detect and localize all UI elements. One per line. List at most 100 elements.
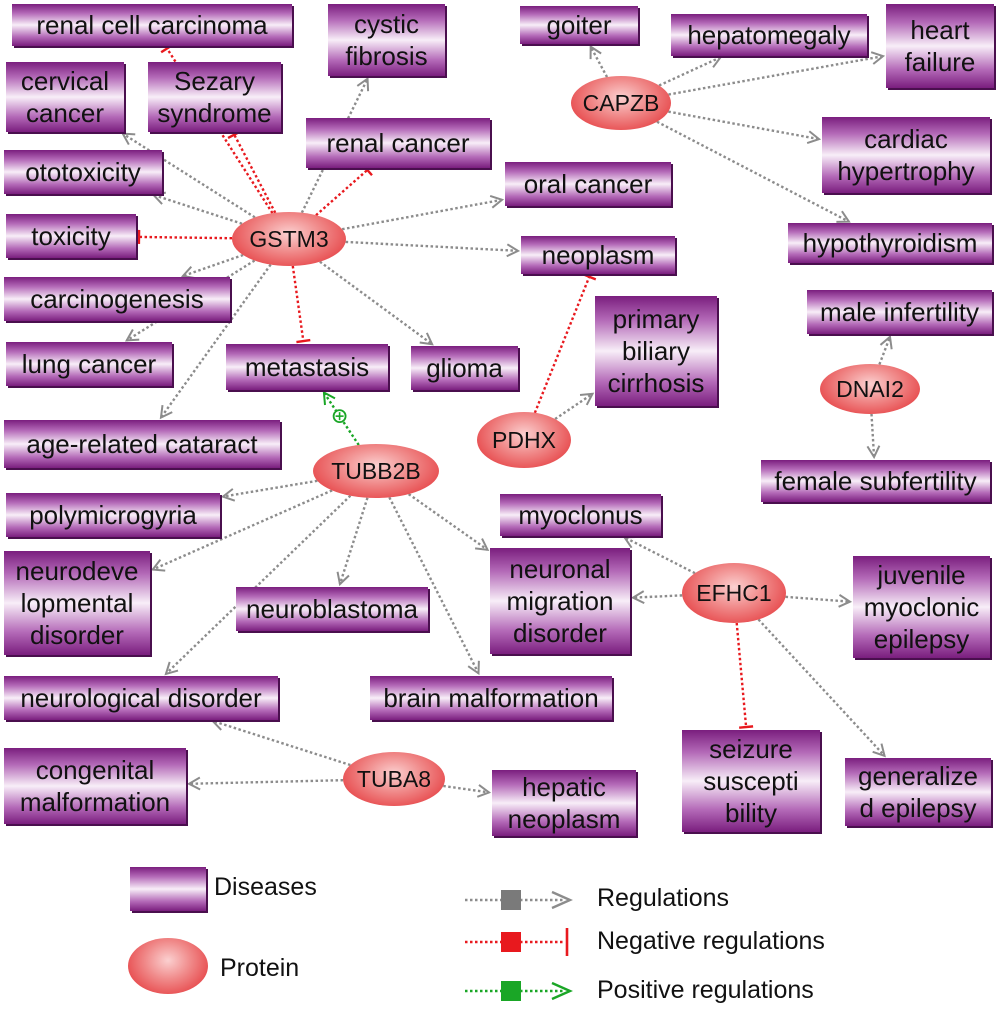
edge-gstm3-oral-regulation <box>341 194 505 231</box>
edge-efhc1-genepi-regulation <box>757 618 886 758</box>
edge-gstm3-sezary-negative <box>227 130 277 214</box>
node-label: EFHC1 <box>696 579 772 606</box>
legend-negative-symbol <box>465 928 569 956</box>
disease-glioma: glioma <box>411 346 518 390</box>
edge-gstm3-metastasis-negative <box>291 265 311 344</box>
edge-tuba8-hepneo-regulation <box>443 784 492 798</box>
edge-efhc1-myoclonus-regulation <box>622 535 696 575</box>
edge-capzb-cardhyp-regulation <box>668 110 822 145</box>
legend-regulations-label: Regulations <box>597 884 730 912</box>
edge-dnai2-femsub-regulation <box>866 413 881 460</box>
edge-gstm3-cf-regulation <box>300 76 370 214</box>
disease-brain-malformation: brain malformation <box>370 676 612 720</box>
edge-efhc1-seizure-negative <box>735 622 754 729</box>
legend-negative-label: Negative regulations <box>597 927 825 955</box>
node-label: carcinogenesis <box>30 284 204 314</box>
legend-protein-swatch <box>128 938 208 994</box>
disease-goiter: goiter <box>520 6 638 44</box>
node-label: polymicrogyria <box>29 500 197 530</box>
edge-efhc1-jme-regulation <box>785 594 853 608</box>
disease-polymicrogyria: polymicrogyria <box>6 493 220 537</box>
protein-gstm3: GSTM3 <box>232 212 346 266</box>
node-label: brain malformation <box>383 683 599 713</box>
edge-gstm3-neoplasm-regulation <box>345 240 521 258</box>
node-label: myoclonus <box>518 500 643 530</box>
disease-metastasis: metastasis <box>226 344 388 390</box>
edge-gstm3-cervical-regulation <box>120 132 256 219</box>
edge-gstm3-cataract-regulation <box>159 263 272 420</box>
disease-neoplasm: neoplasm <box>521 236 675 274</box>
protein-capzb: CAPZB <box>571 76 671 130</box>
node-label: neoplasm <box>541 240 655 270</box>
disease-myoclonus: myoclonus <box>500 494 661 536</box>
node-label: glioma <box>426 353 503 383</box>
edge-tubb2b-polymicro-regulation <box>220 479 318 502</box>
edge-tuba8-congmal-regulation <box>186 776 344 791</box>
edge-gstm3-ototox-regulation <box>151 191 243 225</box>
edge-gstm3-toxicity-negative <box>137 229 233 244</box>
edge-gstm3-renal-negative <box>315 163 373 217</box>
node-label: CAPZB <box>582 89 660 116</box>
node-label: metastasis <box>244 352 370 382</box>
disease-oral-cancer: oral cancer <box>505 162 671 206</box>
node-label: TUBB2B <box>331 457 421 484</box>
node-label: oral cancer <box>523 169 653 199</box>
disease-lung-cancer: lung cancer <box>6 342 172 386</box>
legend-protein-label: Protein <box>220 954 300 982</box>
edge-efhc1-nmd-regulation <box>630 590 683 605</box>
protein-tubb2b: TUBB2B <box>313 444 439 498</box>
edge-tubb2b-neurodev-regulation <box>150 489 333 572</box>
edge-tubb2b-nmd-regulation <box>407 493 490 552</box>
edge-tubb2b-metastasis-positive <box>322 390 360 446</box>
disease-ototoxicity: ototoxicity <box>4 150 162 194</box>
node-label: neurological disorder <box>20 683 262 713</box>
disease-hepatomegaly: hepatomegaly <box>671 14 867 56</box>
legend-disease-swatch <box>130 867 206 911</box>
protein-pdhx: PDHX <box>477 412 571 468</box>
disease-age-related-cataract: age-related cataract <box>4 420 280 468</box>
edge-capzb-goiter-regulation <box>589 44 609 78</box>
node-label: goiter <box>546 10 612 40</box>
disease-renal-cancer: renal cancer <box>306 118 490 168</box>
edge-tubb2b-neurodis-regulation <box>164 494 352 676</box>
protein-tuba8: TUBA8 <box>343 752 445 806</box>
node-label: neuroblastoma <box>246 594 418 624</box>
edge-tubb2b-neuroblastoma-regulation <box>336 497 369 587</box>
node-label: male infertility <box>820 297 979 327</box>
node-label: renal cancer <box>326 128 470 158</box>
edge-capzb-hypothyroidism-regulation <box>656 120 851 223</box>
disease-renal-cell-carcinoma: renal cell carcinoma <box>12 4 292 46</box>
protein-dnai2: DNAI2 <box>820 364 920 414</box>
node-label: hepatomegaly <box>687 20 851 50</box>
edge-gstm3-rcc-negative <box>160 43 274 214</box>
protein-efhc1: EFHC1 <box>682 563 786 623</box>
legend-positive-label: Positive regulations <box>597 976 814 1004</box>
node-label: ototoxicity <box>25 157 141 187</box>
edge-gstm3-glioma-regulation <box>319 260 434 346</box>
legend-diseases-label: Diseases <box>214 873 317 901</box>
node-label: TUBA8 <box>356 765 432 792</box>
edge-tubb2b-brainmal-regulation <box>388 496 480 676</box>
disease-toxicity: toxicity <box>6 214 136 258</box>
edge-tuba8-neurodis-regulation <box>210 717 351 767</box>
disease-male-infertility: male infertility <box>807 290 992 334</box>
